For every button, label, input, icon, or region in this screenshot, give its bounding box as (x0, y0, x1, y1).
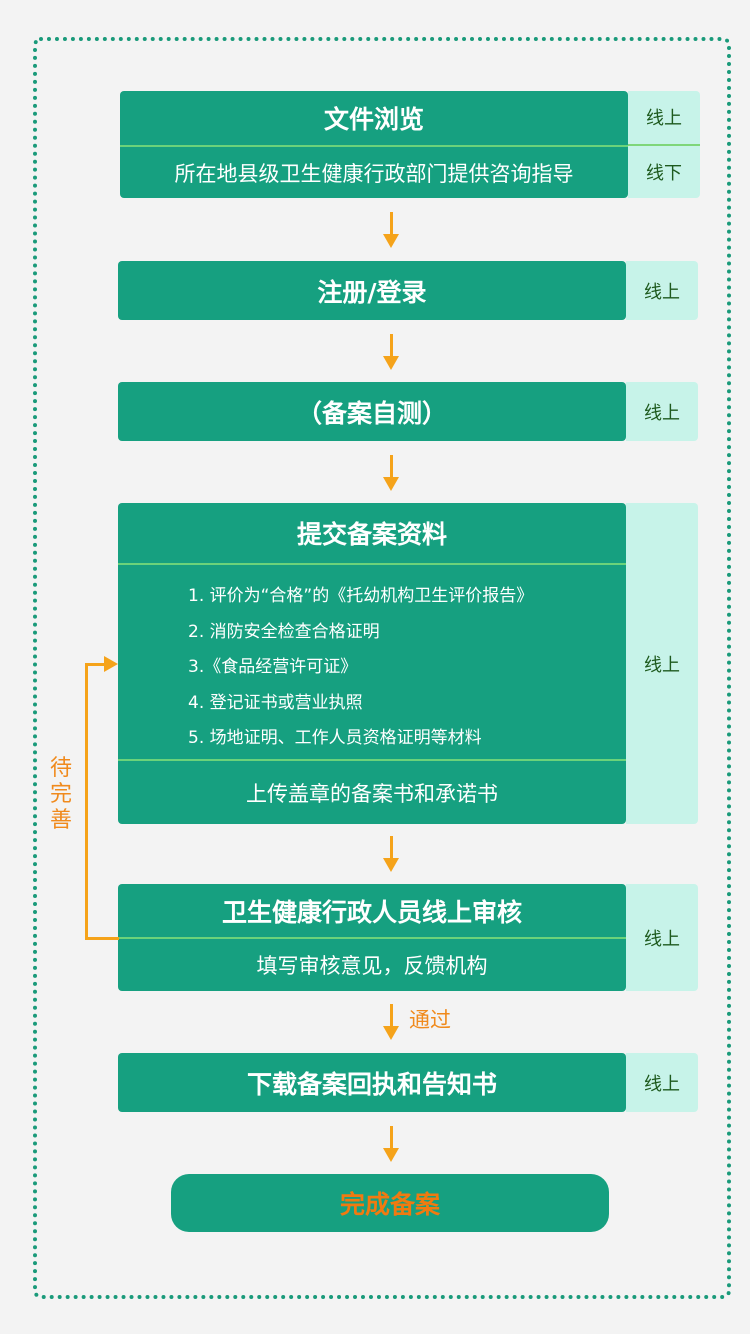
materials-list: 1. 评价为“合格”的《托幼机构卫生评价报告》 2. 消防安全检查合格证明 3.… (118, 565, 626, 759)
step-main: 下载备案回执和告知书 (118, 1053, 626, 1112)
list-item: 2. 消防安全检查合格证明 (188, 621, 380, 642)
step-file-browse: 文件浏览 所在地县级卫生健康行政部门提供咨询指导 线上 线下 (120, 91, 700, 198)
mode-column: 线上 (626, 261, 698, 320)
mode-column: 线上 (626, 382, 698, 441)
step-title: 下载备案回执和告知书 (246, 1069, 497, 1099)
loop-line (85, 663, 107, 666)
pass-label: 通过 (409, 1008, 451, 1032)
step-main: 提交备案资料 1. 评价为“合格”的《托幼机构卫生评价报告》 2. 消防安全检查… (118, 503, 626, 824)
divider (118, 937, 626, 939)
loop-line (85, 937, 119, 940)
step-subtitle: 所在地县级卫生健康行政部门提供咨询指导 (174, 161, 574, 186)
mode-online: 线上 (644, 654, 680, 676)
mode-column: 线上 线下 (628, 91, 700, 198)
mode-online: 线上 (646, 108, 682, 130)
mode-online: 线上 (644, 928, 680, 950)
step-self-test: （备案自测） 线上 (118, 382, 698, 441)
loop-label: 待完善 (49, 756, 72, 833)
dotted-frame (33, 37, 731, 1299)
list-item: 1. 评价为“合格”的《托幼机构卫生评价报告》 (188, 586, 534, 606)
step-download-receipt: 下载备案回执和告知书 线上 (118, 1053, 698, 1112)
step-main: 卫生健康行政人员线上审核 填写审核意见，反馈机构 (118, 884, 626, 991)
list-item: 5. 场地证明、工作人员资格证明等材料 (188, 728, 482, 748)
arrow-down-icon (383, 334, 399, 370)
mode-online: 线上 (644, 402, 680, 424)
step-title: 提交备案资料 (296, 520, 447, 549)
mode-column: 线上 (626, 884, 698, 991)
step-register-login: 注册/登录 线上 (118, 261, 698, 320)
loop-line (85, 664, 88, 939)
step-submit-materials: 提交备案资料 1. 评价为“合格”的《托幼机构卫生评价报告》 2. 消防安全检查… (118, 503, 698, 824)
arrow-down-icon (383, 836, 399, 872)
mode-column: 线上 (626, 1053, 698, 1112)
divider (118, 759, 626, 761)
mode-online: 线上 (644, 1073, 680, 1095)
step-title: 卫生健康行政人员线上审核 (221, 897, 522, 927)
step-main: 文件浏览 所在地县级卫生健康行政部门提供咨询指导 (120, 91, 628, 198)
mode-column: 线上 (626, 503, 698, 824)
list-item: 4. 登记证书或营业执照 (188, 692, 363, 713)
step-review: 卫生健康行政人员线上审核 填写审核意见，反馈机构 线上 (118, 884, 698, 991)
arrow-down-icon (383, 212, 399, 248)
arrow-right-icon (104, 656, 118, 672)
arrow-down-icon (383, 1004, 399, 1040)
final-step: 完成备案 (171, 1174, 609, 1232)
list-item: 3.《食品经营许可证》 (188, 657, 358, 677)
divider (120, 145, 628, 147)
mode-online: 线上 (644, 281, 680, 303)
step-title: 注册/登录 (317, 277, 427, 307)
mode-offline: 线下 (628, 143, 700, 199)
step-main: 注册/登录 (118, 261, 626, 320)
arrow-down-icon (383, 1126, 399, 1162)
step-footer: 上传盖章的备案书和承诺书 (246, 781, 498, 806)
divider (118, 563, 626, 565)
step-title: （备案自测） (296, 398, 447, 428)
step-title: 文件浏览 (323, 105, 424, 134)
step-subtitle: 填写审核意见，反馈机构 (256, 954, 488, 978)
step-main: （备案自测） (118, 382, 626, 441)
arrow-down-icon (383, 455, 399, 491)
